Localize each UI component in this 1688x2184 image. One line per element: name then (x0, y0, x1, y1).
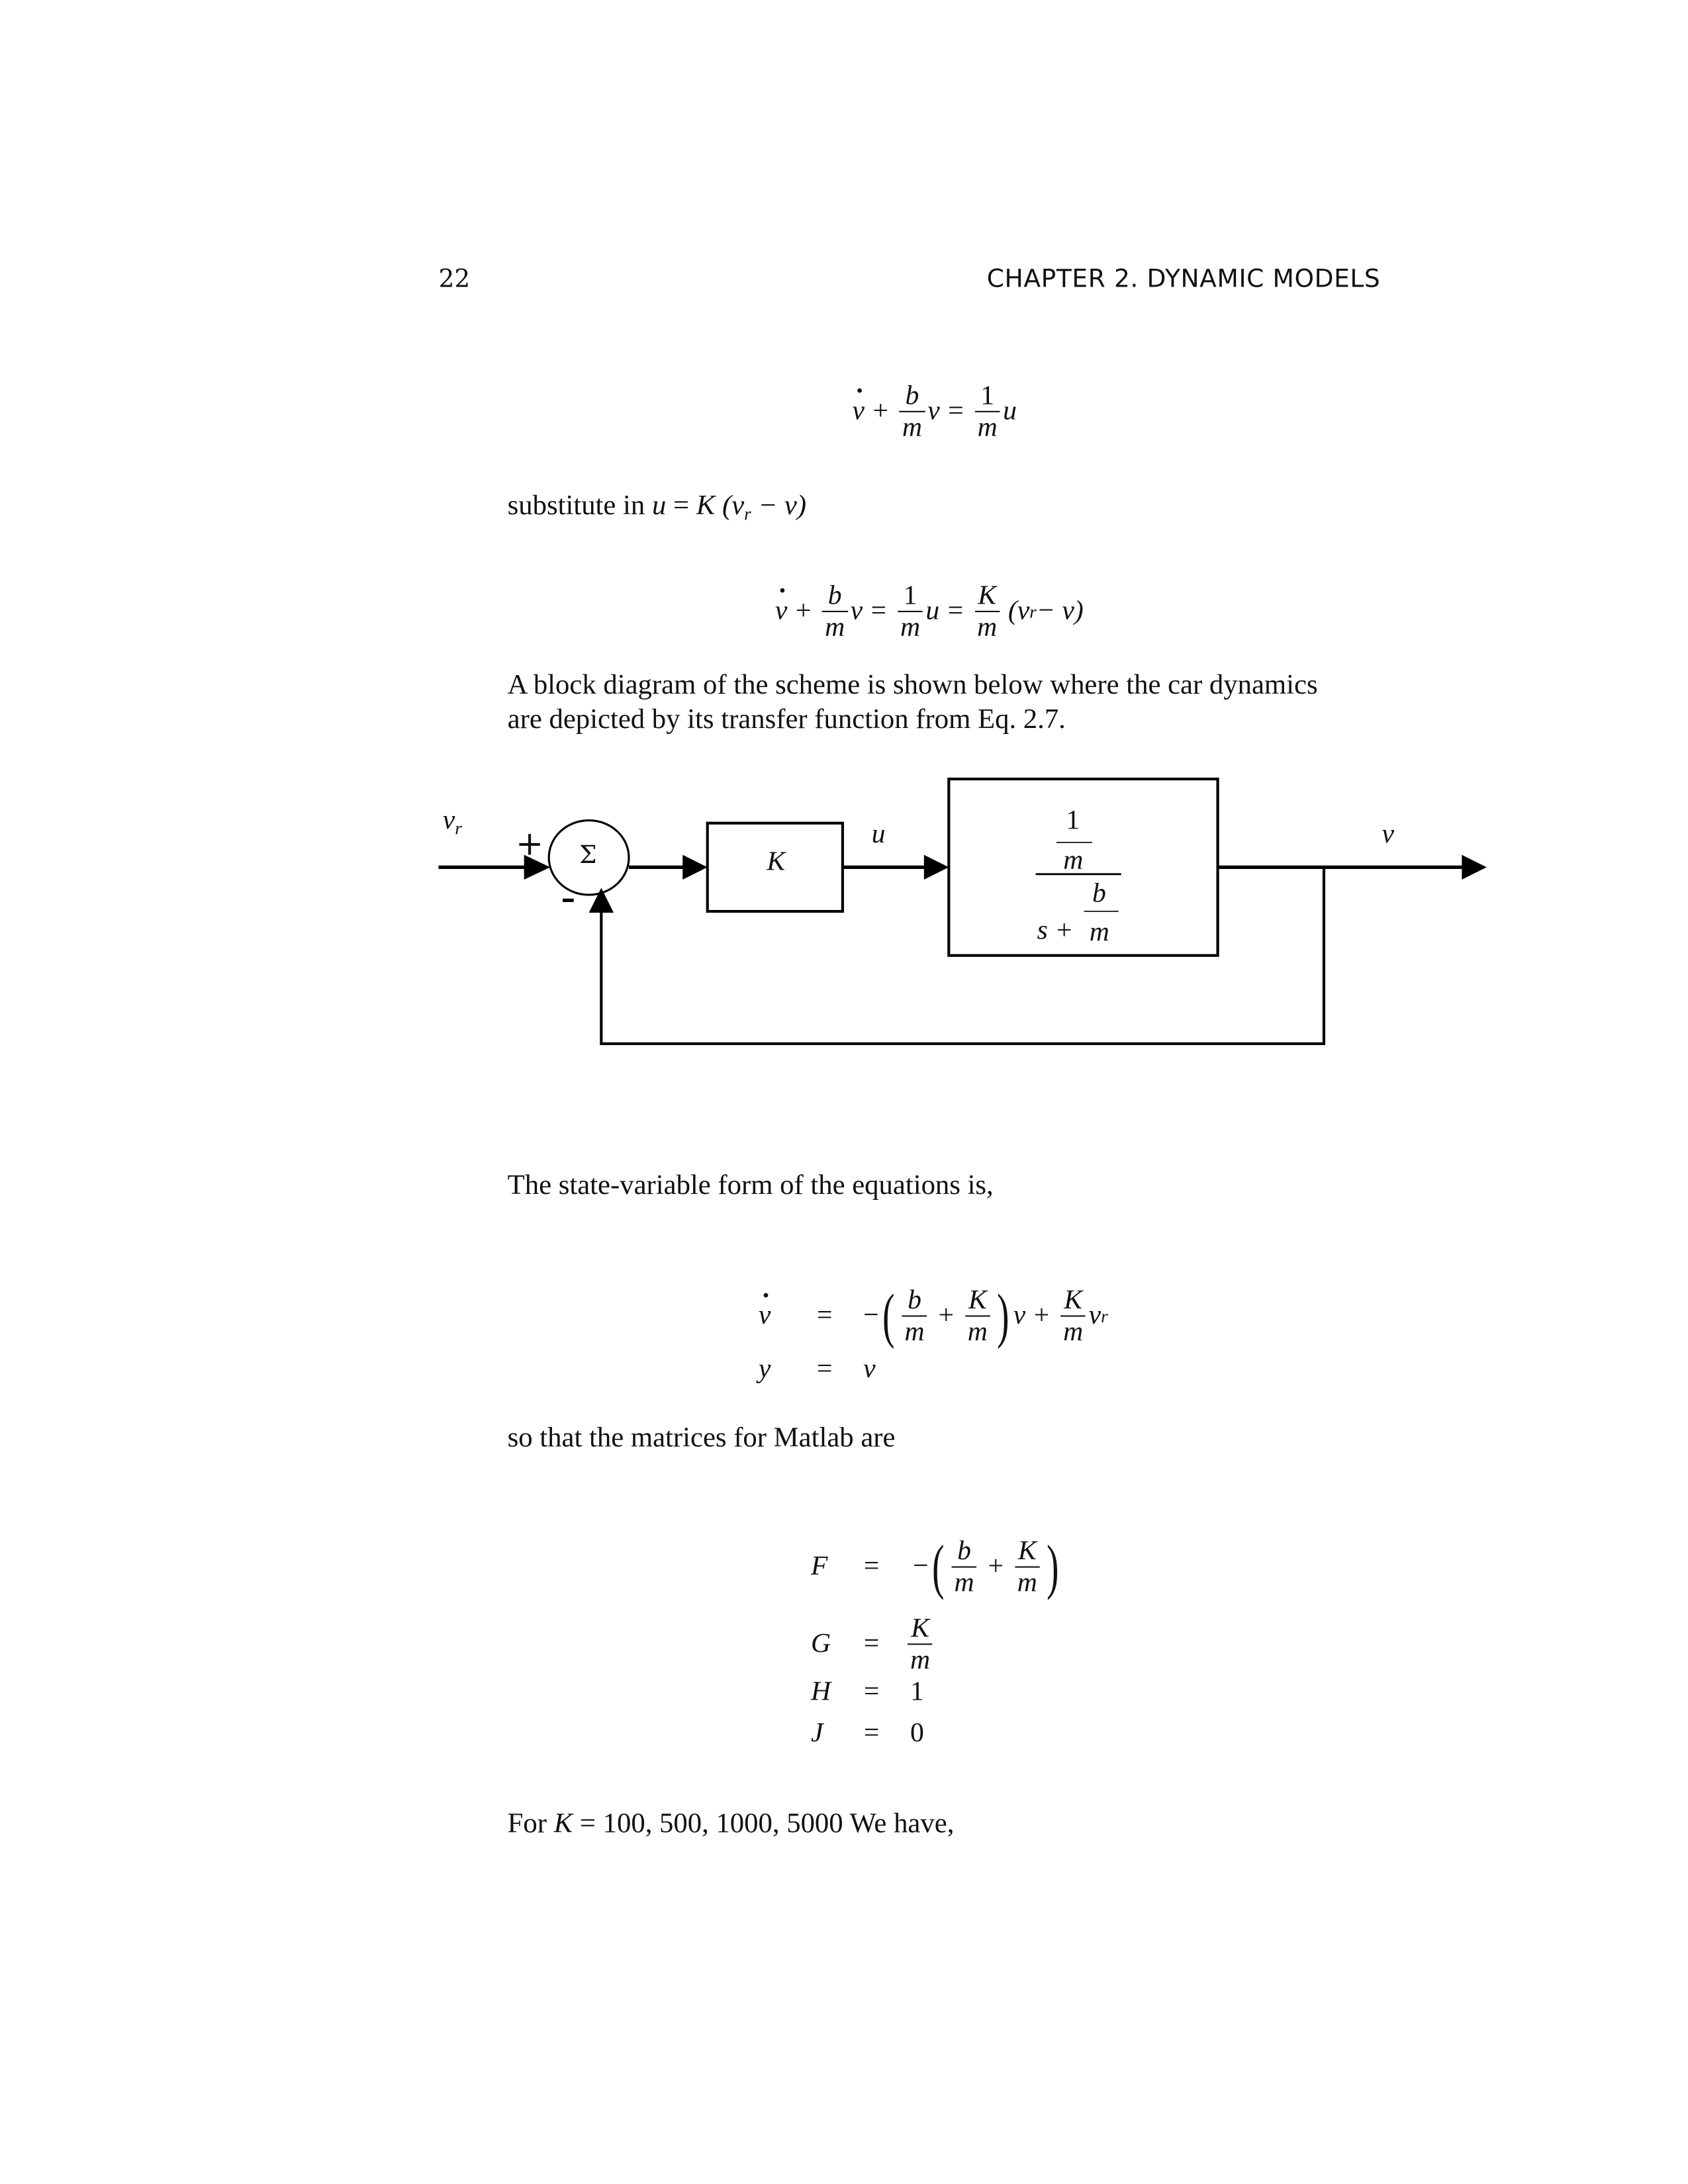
arrowhead (923, 854, 949, 880)
output-label: v (1382, 819, 1394, 850)
closing-line: For K = 100, 500, 1000, 5000 We have, (507, 1809, 955, 1840)
matrix-H: H = 1 (810, 1676, 924, 1707)
state-equation-row-2: y = v (758, 1353, 876, 1385)
plant-block (947, 777, 1219, 957)
tf-numerator: 1 (1066, 805, 1080, 836)
summing-junction (547, 819, 630, 896)
arrowhead (524, 854, 551, 880)
plus-sign: + (516, 824, 544, 864)
tf-b: b (1092, 878, 1106, 909)
arrowhead (1462, 854, 1487, 880)
equation-2: v + bm v = 1m u = Km (vr − v) (775, 576, 1084, 643)
paragraph-matrices: so that the matrices for Matlab are (507, 1422, 896, 1453)
sum-symbol: Σ (579, 841, 597, 870)
page-number: 22 (438, 264, 471, 294)
paragraph-state-variable: The state-variable form of the equations… (507, 1170, 994, 1201)
feedback-line (600, 867, 1326, 1046)
running-header: CHAPTER 2. DYNAMIC MODELS (986, 264, 1381, 294)
state-equation-row-1: v = − ( bm + Km ) v + Km vr (759, 1281, 1108, 1347)
gain-label: K (767, 846, 786, 877)
control-label: u (871, 819, 886, 850)
arrowhead (588, 887, 614, 913)
tf-m2: m (1089, 917, 1109, 948)
paragraph-block-diagram: A block diagram of the scheme is shown b… (507, 670, 1318, 735)
input-label: vr (442, 805, 462, 839)
tf-m: m (1063, 845, 1084, 876)
equation-1: v + bm v = 1m u (852, 377, 1016, 443)
arrowhead (682, 854, 708, 880)
substitute-line: substitute in u = K (vr − v) (507, 490, 807, 524)
matrix-J: J = 0 (810, 1717, 924, 1749)
tf-s-plus: s + (1037, 915, 1074, 946)
